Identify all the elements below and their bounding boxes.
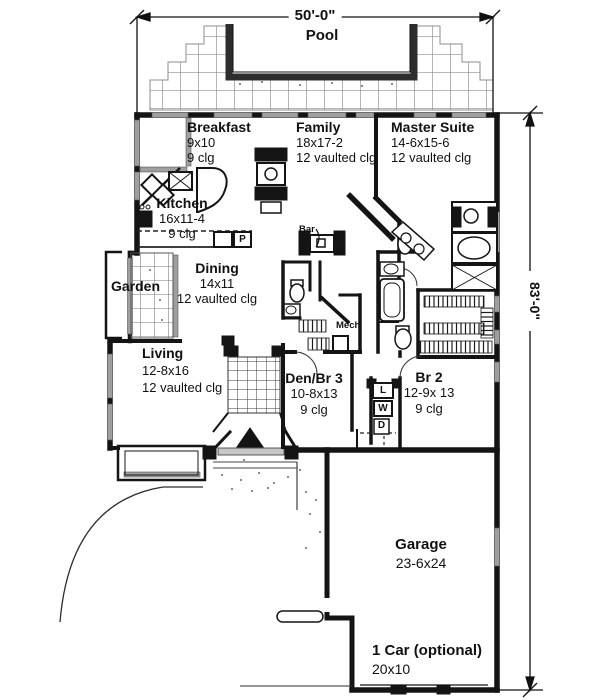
foyer-entry — [202, 335, 299, 469]
width-dimension-label: 50'-0" — [288, 8, 342, 23]
garden-planter — [104, 250, 174, 340]
driveway — [59, 462, 352, 687]
washer-box — [373, 400, 393, 417]
island-counter — [196, 167, 228, 213]
pool — [225, 24, 418, 81]
bar-counter — [298, 228, 346, 256]
linen-label: L — [379, 385, 387, 396]
mech-label: Mech — [336, 320, 361, 331]
entry-marker — [236, 427, 264, 448]
room-family: Family 18x17-2 12 vaulted clg — [296, 119, 377, 166]
bar-label: Bar — [299, 224, 315, 235]
room-dining: Dining 14x11 12 vaulted clg — [176, 260, 258, 307]
room-living: Living 12-8x16 12 vaulted clg — [142, 345, 223, 395]
room-master-suite: Master Suite 14-6x15-6 12 vaulted clg — [391, 119, 475, 166]
bath-fixtures — [283, 201, 498, 352]
room-br2: Br 2 12-9x 13 9 clg — [403, 369, 455, 416]
laundry-stack — [366, 378, 402, 435]
bay-window — [116, 444, 207, 482]
garage-service-door — [323, 598, 331, 612]
refrigerator-icon — [138, 210, 153, 228]
garage-details — [360, 684, 488, 695]
room-breakfast: Breakfast 9x10 9 clg — [187, 119, 251, 166]
closet-rods — [298, 295, 494, 354]
room-one-car: 1 Car (optional) 20x10 — [372, 642, 483, 677]
dryer-box — [373, 418, 390, 435]
water-heater-icon — [332, 335, 349, 352]
stipple-dots — [149, 81, 393, 549]
stoop — [276, 610, 324, 623]
height-dimension-label: 83'-0" — [523, 271, 543, 331]
kitchen-fixtures — [136, 167, 252, 248]
pool-label: Pool — [305, 27, 339, 44]
dimension-lines — [129, 9, 543, 698]
pantry-label: P — [239, 234, 246, 245]
dryer-label: D — [377, 420, 386, 431]
pantry-box — [233, 231, 252, 248]
room-garage: Garage 23-6x24 — [395, 536, 447, 571]
garden-label: Garden — [111, 278, 161, 294]
room-kitchen: Kitchen 16x11-4 9 clg — [156, 195, 208, 242]
fireplace-media-unit — [254, 147, 288, 214]
room-den-br3: Den/Br 3 10-8x13 9 clg — [285, 370, 343, 417]
washer-label: W — [378, 403, 388, 414]
linen-box — [372, 382, 394, 399]
cabinet — [213, 231, 233, 248]
